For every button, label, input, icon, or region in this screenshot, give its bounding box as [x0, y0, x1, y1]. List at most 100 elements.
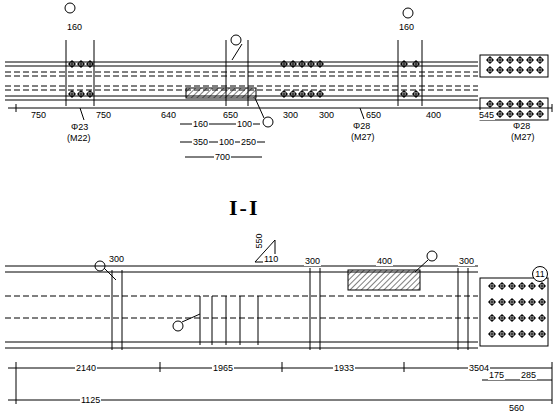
bolt-axis	[536, 66, 544, 74]
bolt-axis	[506, 110, 514, 118]
dimension-label: 750	[30, 110, 47, 120]
bolt-axis	[506, 56, 514, 64]
dimension-label: 2140	[75, 363, 97, 373]
section-title: I-I	[228, 196, 260, 220]
bolt-axis	[516, 66, 524, 74]
bolt-axis	[289, 90, 297, 98]
bolt-axis	[486, 66, 494, 74]
bolt-axis	[496, 56, 504, 64]
dimension-label: 300	[282, 110, 299, 120]
dimension-label: 175	[488, 370, 505, 380]
bolt-axis	[528, 298, 536, 306]
bolt-axis	[538, 298, 546, 306]
dimension-label: 100	[236, 119, 253, 129]
bolt-axis	[518, 298, 526, 306]
bolt-axis	[536, 100, 544, 108]
dimension-label: Φ28	[352, 121, 371, 131]
dimension-label: 1965	[212, 363, 234, 373]
dimension-label: 400	[425, 110, 442, 120]
bolt-pattern	[68, 56, 546, 338]
bolt-axis	[298, 90, 306, 98]
bolt-axis	[526, 100, 534, 108]
bolt-axis	[538, 282, 546, 290]
bolt-axis	[68, 60, 76, 68]
bolt-axis	[528, 282, 536, 290]
bolt-axis	[412, 90, 420, 98]
bolt-axis	[516, 56, 524, 64]
bolt-axis	[518, 330, 526, 338]
bolt-axis	[506, 66, 514, 74]
dimension-label: 1125	[80, 395, 101, 405]
bolt-axis	[307, 90, 315, 98]
dimension-label: 160	[66, 22, 83, 32]
bolt-axis	[528, 314, 536, 322]
bolt-axis	[496, 100, 504, 108]
bolt-axis	[77, 90, 85, 98]
bolt-axis	[307, 60, 315, 68]
bolt-axis	[516, 100, 524, 108]
bolt-axis	[316, 90, 324, 98]
dimension-label: 1933	[333, 363, 355, 373]
bolt-axis	[412, 60, 420, 68]
bolt-axis	[538, 330, 546, 338]
bolt-axis	[508, 298, 516, 306]
dimension-label: Φ23	[70, 122, 89, 132]
dimension-label: 100	[218, 137, 235, 147]
dimension-label: 300	[458, 256, 475, 266]
bolt-axis	[496, 66, 504, 74]
bolt-axis	[518, 314, 526, 322]
bolt-axis	[526, 66, 534, 74]
bolt-axis	[498, 282, 506, 290]
bolt-axis	[508, 314, 516, 322]
dimension-label: 700	[214, 152, 231, 162]
bolt-axis	[506, 100, 514, 108]
dimension-label: 750	[95, 110, 112, 120]
dimension-label: 3504	[468, 363, 490, 373]
bolt-axis	[538, 314, 546, 322]
bolt-axis	[488, 298, 496, 306]
bolt-axis	[486, 100, 494, 108]
dimension-label: Φ28	[512, 121, 531, 131]
bolt-axis	[516, 110, 524, 118]
bolt-axis	[508, 330, 516, 338]
callout-number: 11	[532, 266, 548, 282]
bolt-axis	[86, 60, 94, 68]
dimension-label: 400	[376, 256, 393, 266]
dimension-label: 550	[254, 232, 264, 249]
dimension-label: 350	[192, 137, 209, 147]
dimension-label: (M27)	[510, 132, 536, 142]
bolt-axis	[77, 60, 85, 68]
dimension-label: 160	[398, 22, 415, 32]
bolt-axis	[486, 56, 494, 64]
bolt-axis	[488, 314, 496, 322]
bolt-axis	[498, 298, 506, 306]
dimension-label: 300	[108, 254, 125, 264]
section-view	[5, 240, 552, 404]
dimension-label: 300	[318, 110, 335, 120]
dimension-label: 650	[365, 110, 382, 120]
bolt-axis	[536, 110, 544, 118]
bolt-axis	[488, 282, 496, 290]
bolt-axis	[289, 60, 297, 68]
bolt-axis	[68, 90, 76, 98]
bolt-axis	[536, 56, 544, 64]
bolt-axis	[488, 330, 496, 338]
dimension-label: 285	[520, 370, 537, 380]
bolt-axis	[400, 90, 408, 98]
dimension-label: (M27)	[350, 132, 376, 142]
dimension-label: 300	[304, 256, 321, 266]
bolt-axis	[526, 56, 534, 64]
bolt-axis	[498, 330, 506, 338]
bolt-axis	[528, 330, 536, 338]
bolt-axis	[498, 314, 506, 322]
bolt-axis	[496, 110, 504, 118]
dimension-label: 640	[160, 110, 177, 120]
dimension-label: (M22)	[66, 133, 92, 143]
dimension-label: 545	[478, 110, 495, 120]
dimension-label: 160	[192, 119, 209, 129]
bolt-axis	[518, 282, 526, 290]
dimension-label: 250	[240, 137, 257, 147]
bolt-axis	[280, 60, 288, 68]
